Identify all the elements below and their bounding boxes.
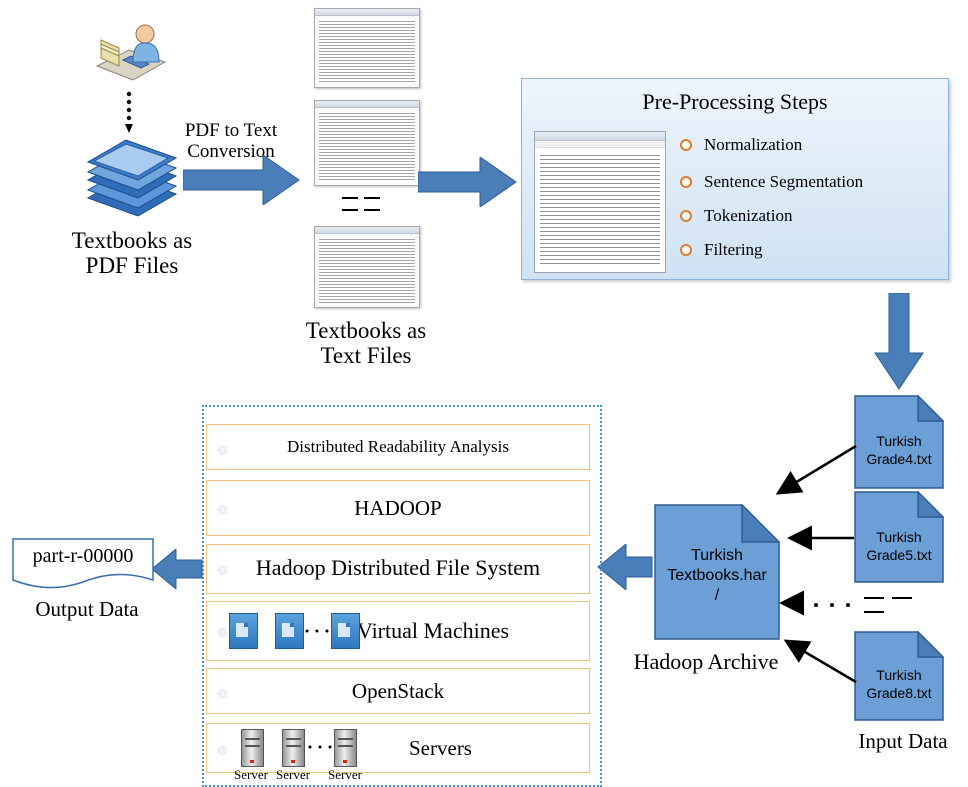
server-label: Server xyxy=(234,767,268,782)
text-file-window-icon xyxy=(314,8,420,88)
pdf-files-label: Textbooks as PDF Files xyxy=(42,228,222,279)
text-files-label-line1: Textbooks as xyxy=(305,318,427,343)
archive-name-line3: / xyxy=(714,587,720,604)
server-icon xyxy=(282,729,305,767)
server-label: Server xyxy=(276,767,310,782)
step-tokenization: Tokenization xyxy=(680,206,793,226)
conversion-label-line1: PDF to Text xyxy=(184,120,278,141)
layer-label: Virtual Machines xyxy=(357,618,510,643)
hadoop-archive-label: Hadoop Archive xyxy=(633,649,779,674)
file-name: Turkish Grade5.txt xyxy=(866,529,932,563)
layer-bullet xyxy=(218,689,227,698)
layer-bullet xyxy=(218,446,227,455)
more-input-files-dashes xyxy=(814,597,912,613)
file-icon-grade4: Turkish Grade4.txt xyxy=(854,395,944,489)
server-ellipsis xyxy=(308,745,332,749)
step-normalization: Normalization xyxy=(680,135,802,155)
layer-label: OpenStack xyxy=(351,679,445,703)
pdf-stack-icon xyxy=(86,139,178,217)
hadoop-archive-file-icon: Turkish Textbooks.har / xyxy=(654,504,780,640)
layer-distributed-readability: Distributed Readability Analysis xyxy=(206,424,590,470)
layer-bullet xyxy=(218,566,227,575)
ellipsis-dots xyxy=(125,91,133,133)
arrow-to-output xyxy=(151,549,203,589)
layer-bullet xyxy=(218,628,227,637)
layer-hdfs: Hadoop Distributed File System xyxy=(206,544,590,594)
more-files-dashes xyxy=(342,197,380,211)
bullet-icon xyxy=(680,244,692,256)
input-data-label: Input Data xyxy=(858,729,948,753)
server-icon xyxy=(334,729,357,767)
arrow-to-input-data xyxy=(874,293,924,390)
archive-name: Turkish Textbooks.har / xyxy=(654,546,780,606)
bullet-icon xyxy=(680,176,692,188)
step-sentence-segmentation: Sentence Segmentation xyxy=(680,172,863,192)
step-label: Sentence Segmentation xyxy=(704,172,864,191)
layer-openstack: OpenStack xyxy=(206,668,590,714)
text-files-label: Textbooks as Text Files xyxy=(276,318,456,369)
virtual-machine-icon xyxy=(229,613,258,649)
step-label: Normalization xyxy=(704,135,803,154)
layer-label: Distributed Readability Analysis xyxy=(287,437,509,456)
archive-name-line2: Textbooks.har xyxy=(667,567,767,584)
arrow-to-text-files xyxy=(183,155,300,205)
archive-name-line1: Turkish xyxy=(691,547,743,564)
layer-bullet xyxy=(218,746,227,755)
cloud-stack-container xyxy=(202,405,602,787)
preprocessing-panel: Pre-Processing Steps Normalization Sente… xyxy=(521,78,949,280)
server-icon xyxy=(241,729,264,767)
pdf-files-label-line2: PDF Files xyxy=(85,253,179,279)
layer-virtual-machines: Virtual Machines xyxy=(206,601,590,661)
server-label: Server xyxy=(328,767,362,782)
text-file-window-icon xyxy=(314,226,420,308)
conversion-label: PDF to Text Conversion xyxy=(166,120,296,163)
conversion-label-line2: Conversion xyxy=(187,140,275,162)
layer-label: Hadoop Distributed File System xyxy=(255,555,541,580)
pdf-files-label-line1: Textbooks as xyxy=(71,228,193,253)
user-at-desk-icon xyxy=(95,24,167,81)
step-filtering: Filtering xyxy=(680,240,763,260)
layer-bullet xyxy=(218,505,227,514)
vm-ellipsis xyxy=(305,629,329,633)
layer-servers: Servers xyxy=(206,723,590,773)
output-data-label: Output Data xyxy=(35,597,139,621)
virtual-machine-icon xyxy=(331,613,360,649)
step-label: Tokenization xyxy=(704,206,793,225)
arrow-to-hdfs xyxy=(597,544,653,590)
text-editor-screenshot xyxy=(534,131,666,273)
virtual-machine-icon xyxy=(275,613,304,649)
file-name: Turkish Grade8.txt xyxy=(866,667,932,701)
step-label: Filtering xyxy=(704,240,763,259)
output-file-name: part-r-00000 xyxy=(32,545,134,567)
text-file-window-icon xyxy=(314,100,420,186)
text-files-label-line2: Text Files xyxy=(320,343,412,369)
arrow-to-preprocessing xyxy=(418,157,517,207)
bullet-icon xyxy=(680,139,692,151)
bullet-icon xyxy=(680,210,692,222)
output-document-icon xyxy=(12,538,154,589)
input-to-archive-arrows xyxy=(775,444,857,684)
file-icon-grade8: Turkish Grade8.txt xyxy=(854,631,944,721)
file-name: Turkish Grade4.txt xyxy=(866,433,932,467)
file-icon-grade5: Turkish Grade5.txt xyxy=(854,491,944,583)
preprocessing-title: Pre-Processing Steps xyxy=(642,89,828,114)
layer-hadoop: HADOOP xyxy=(206,480,590,536)
layer-label: Servers xyxy=(409,736,472,760)
layer-label: HADOOP xyxy=(354,496,442,520)
